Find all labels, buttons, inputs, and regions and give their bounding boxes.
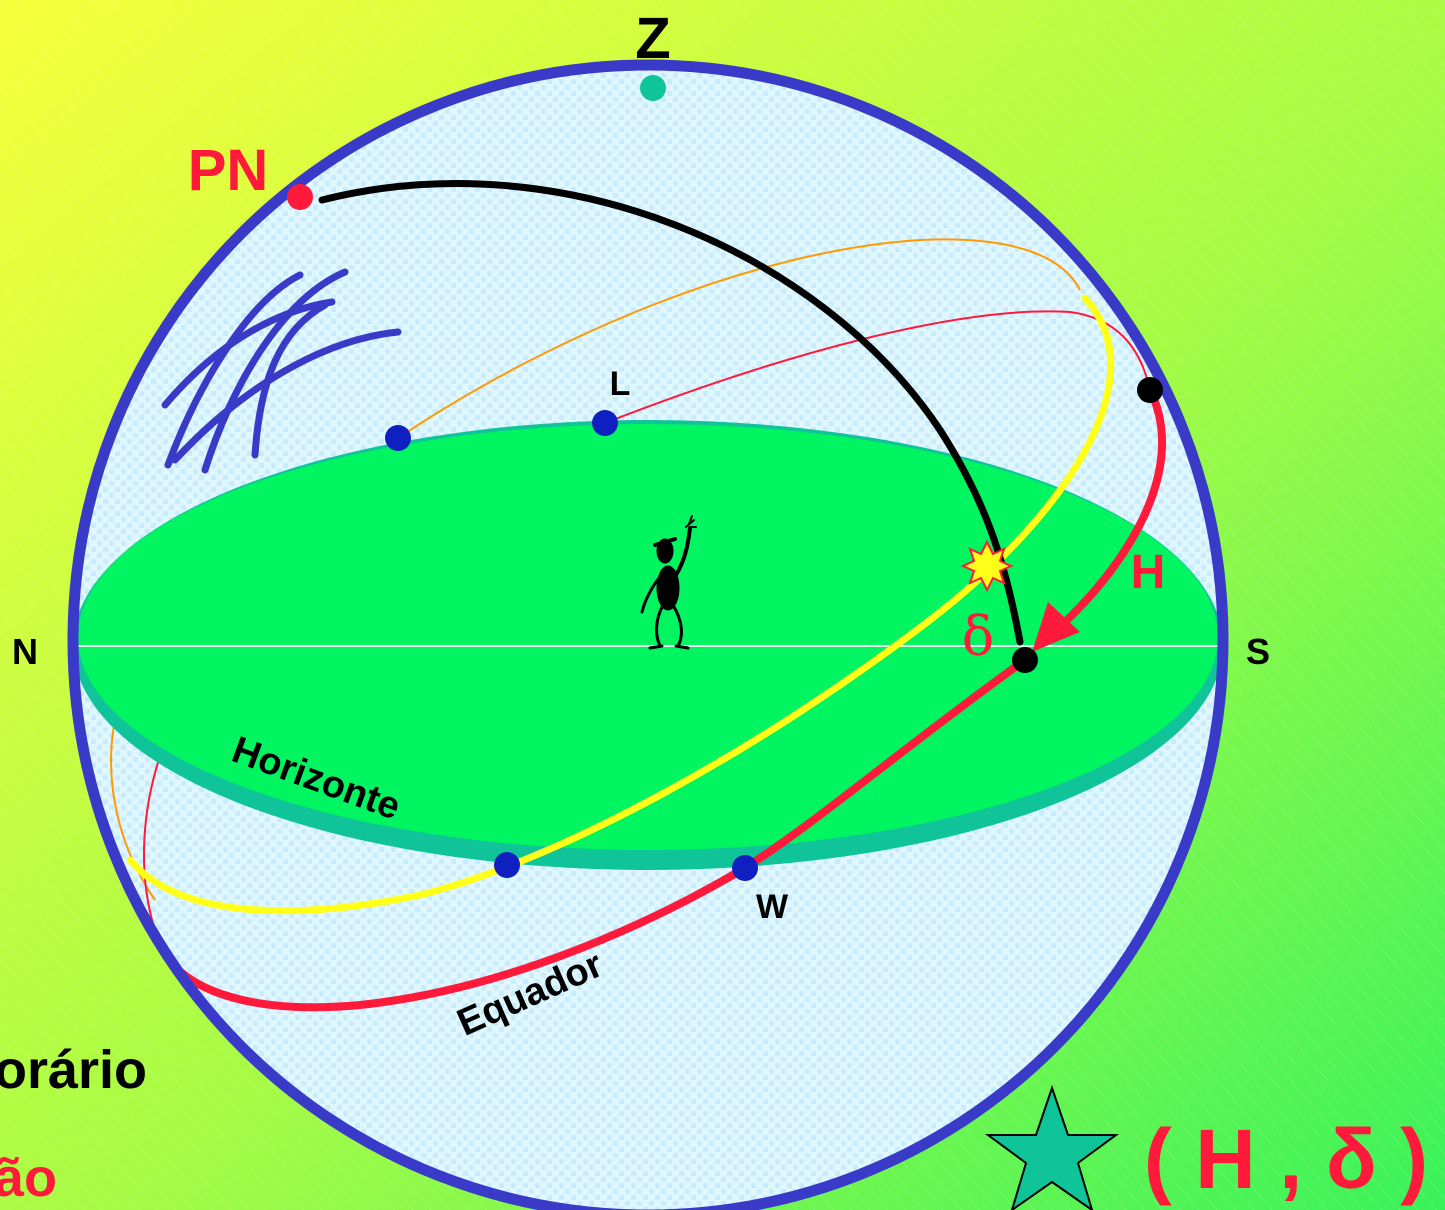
person-icon xyxy=(640,515,697,650)
east-label: L xyxy=(610,365,631,403)
hour-angle-arrowhead xyxy=(1032,602,1080,652)
horizon-plane xyxy=(78,424,1218,850)
hour-angle-label: H xyxy=(1131,546,1166,599)
north-label: N xyxy=(12,631,38,672)
east-point xyxy=(592,410,618,436)
thin-circle-orange xyxy=(397,238,1081,439)
south-label: S xyxy=(1246,631,1270,672)
horizon-point-left xyxy=(385,425,411,451)
caption-line-1: orário xyxy=(0,1040,147,1100)
west-point xyxy=(732,855,758,881)
north-pole-point xyxy=(287,184,313,210)
hour-circle-arc xyxy=(318,180,1024,646)
zenith-point xyxy=(640,75,666,101)
sun-icon xyxy=(960,539,1014,593)
north-pole-label: PN xyxy=(188,138,269,203)
star-diurnal-circle xyxy=(126,294,1115,915)
star-icon xyxy=(984,1084,1120,1210)
sphere-outline xyxy=(67,59,1229,1210)
grid-sketch-icon xyxy=(161,268,402,474)
declination-label: δ xyxy=(962,605,995,668)
caption-line-2: ão xyxy=(0,1148,57,1208)
hour-circle-equator-point xyxy=(1012,647,1038,673)
zenith-label: Z xyxy=(635,6,670,71)
thin-circle-red xyxy=(604,310,1151,424)
equator-arc xyxy=(156,656,1029,1012)
horizon-point-front xyxy=(494,852,520,878)
hour-angle-arrow xyxy=(1061,386,1167,626)
coordinates-label: ( H , δ ) xyxy=(1144,1112,1428,1206)
west-label: W xyxy=(756,888,789,926)
meridian-equator-point xyxy=(1137,377,1163,403)
